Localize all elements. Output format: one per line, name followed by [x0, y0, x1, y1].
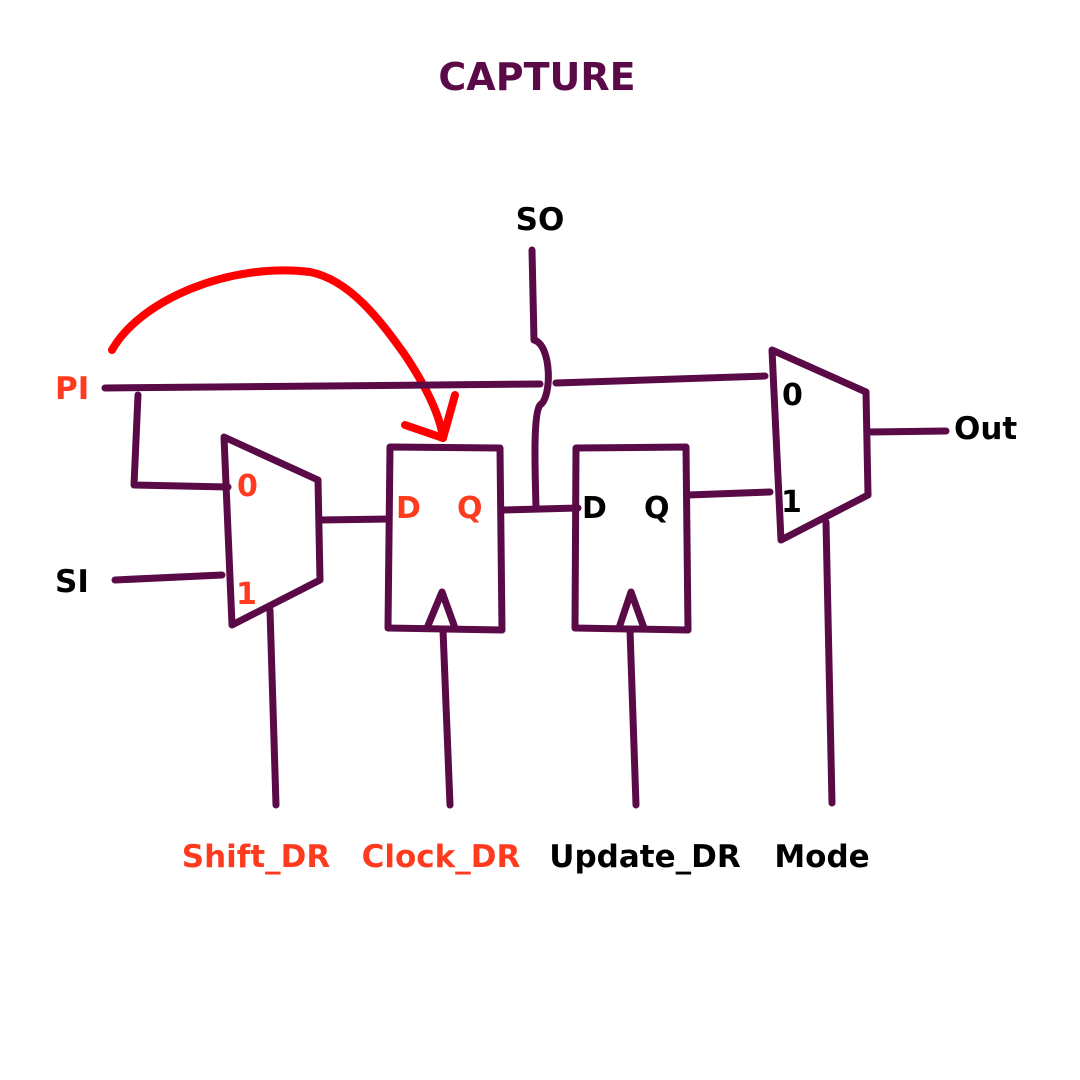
si-wire — [111, 571, 226, 584]
mux1-to-ff1-wire — [316, 515, 392, 524]
mode-wire — [822, 518, 836, 807]
mux-mode — [768, 346, 872, 544]
ff2-d-label: D — [582, 491, 607, 526]
so-label: SO — [516, 202, 565, 238]
shift-dr-wire — [266, 606, 280, 809]
ff1-d-label: D — [396, 491, 421, 526]
update-ff-clock-symbol — [615, 588, 648, 632]
shift-dr-label: Shift_DR — [182, 839, 331, 875]
clock-dr-wire — [439, 626, 454, 809]
so-wire — [528, 246, 552, 512]
clock-dr-label: Clock_DR — [362, 839, 521, 875]
capture-arrow — [108, 266, 459, 442]
ff2-q-label: Q — [644, 491, 670, 526]
capture-flip-flop — [384, 443, 506, 634]
out-wire — [864, 427, 950, 436]
mux1-input-0-label: 0 — [237, 469, 258, 504]
out-label: Out — [954, 411, 1017, 447]
update-flip-flop — [571, 443, 692, 634]
update-dr-wire — [626, 626, 640, 809]
pi-wire — [101, 380, 544, 392]
ff1-q-label: Q — [457, 491, 483, 526]
mux-shift — [220, 433, 324, 629]
mux1-input-1-label: 1 — [236, 577, 257, 612]
diagram-title: CAPTURE — [438, 55, 635, 99]
si-label: SI — [55, 564, 89, 600]
pi-label: PI — [55, 371, 89, 407]
pi-wire-right — [552, 372, 769, 387]
mux2-input-0-label: 0 — [782, 378, 803, 413]
mux2-input-1-label: 1 — [781, 485, 802, 520]
mode-label: Mode — [774, 839, 869, 875]
ff1-to-ff2-wire — [498, 504, 582, 514]
update-dr-label: Update_DR — [549, 839, 741, 875]
pi-branch-wire — [130, 391, 232, 491]
ff2-to-mux2-wire — [684, 488, 774, 499]
capture-ff-clock-symbol — [423, 588, 459, 632]
